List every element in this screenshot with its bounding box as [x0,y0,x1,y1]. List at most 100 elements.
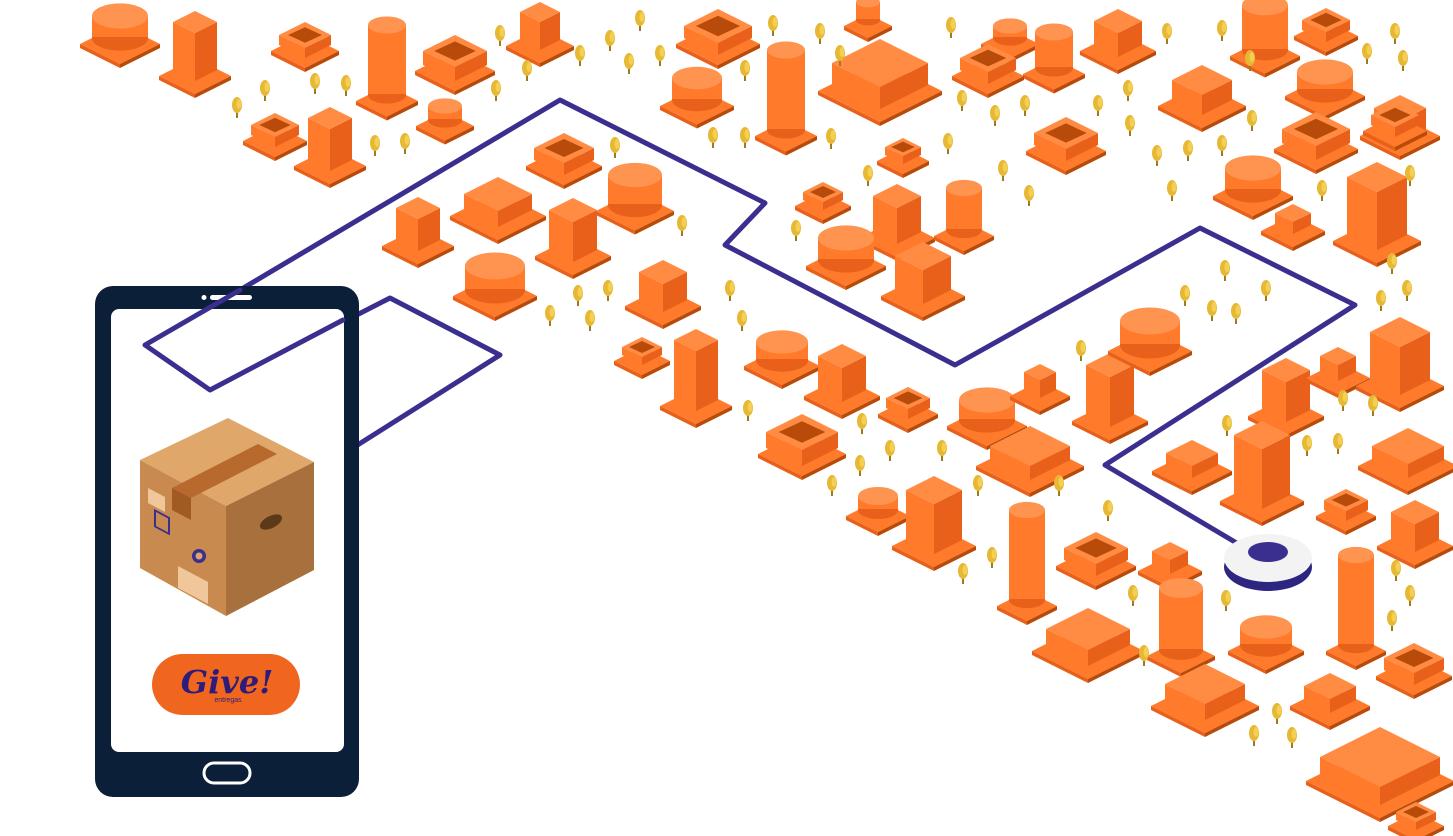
tree-icon [1180,285,1190,306]
tree-icon [1020,95,1030,116]
tree-icon [545,305,555,326]
tree-icon [585,310,595,331]
building [676,9,760,69]
building [1356,317,1444,412]
tree-icon [400,133,410,154]
tree-icon [791,220,801,241]
tree-icon [1162,23,1172,44]
building [755,41,817,156]
home-button-icon[interactable] [202,761,252,785]
building [997,501,1057,625]
isometric-city [80,0,1453,836]
building [1306,727,1453,822]
delivery-route [237,97,1358,548]
give-entregas-button[interactable]: Give! entregas [152,654,300,715]
tree-icon [1402,280,1412,301]
building [1158,65,1246,132]
tree-icon [1387,610,1397,631]
building [878,387,938,433]
building [806,225,886,290]
building [159,11,231,98]
building [1294,8,1358,56]
tree-icon [232,97,242,118]
tree-icon [1390,23,1400,44]
building [947,387,1027,450]
tree-icon [973,475,983,496]
building [526,133,602,189]
building [1108,307,1192,376]
tree-icon [370,135,380,156]
tree-icon [1368,395,1378,416]
trees-layer [232,10,1415,748]
tree-icon [1093,95,1103,116]
tree-icon [1217,20,1227,41]
building [1220,421,1304,526]
building [1261,204,1325,251]
tree-icon [737,310,747,331]
tree-icon [815,23,825,44]
tree-icon [677,215,687,236]
building [1228,615,1304,674]
tree-icon [827,475,837,496]
tree-icon [1139,645,1149,666]
tree-icon [491,80,501,101]
tree-icon [740,60,750,81]
tree-icon [603,280,613,301]
building [1147,578,1215,677]
front-camera [201,295,207,300]
building [1388,802,1444,836]
tree-icon [826,128,836,149]
building [453,252,537,321]
brand-label: Give! [181,663,273,701]
building [844,0,892,42]
building [1056,532,1136,590]
tree-icon [1405,585,1415,606]
building [660,66,734,129]
building [596,162,674,235]
tree-icon [1103,500,1113,521]
tree-icon [610,137,620,158]
building [1213,155,1293,220]
tree-icon [1024,185,1034,206]
building [1072,353,1148,444]
tree-icon [1362,43,1372,64]
tree-icon [1333,433,1343,454]
tree-icon [1183,140,1193,161]
building [818,39,942,126]
tree-icon [743,400,753,421]
building [1316,489,1376,535]
building [744,330,820,389]
building [450,177,546,244]
tree-icon [1272,703,1282,724]
route-on-screen [142,287,346,393]
building [1152,440,1232,495]
tree-icon [1220,260,1230,281]
building [535,198,611,279]
tree-icon [937,440,947,461]
tree-icon [1249,725,1259,746]
building [1290,673,1370,730]
location-pin-icon [1224,534,1312,591]
tree-icon [260,80,270,101]
building [1010,364,1070,415]
tree-icon [1054,475,1064,496]
tree-icon [1076,340,1086,361]
tree-icon [495,25,505,46]
tree-icon [943,133,953,154]
building [271,22,339,72]
tree-icon [1128,585,1138,606]
building [1274,112,1358,174]
tree-icon [708,127,718,148]
building [1032,608,1144,683]
tree-icon [1405,165,1415,186]
building [877,138,929,178]
building [1333,162,1421,267]
building [795,182,851,224]
building [1306,347,1370,398]
tree-icon [635,10,645,31]
building [1358,428,1453,495]
tree-icon [1287,727,1297,748]
tree-icon [957,90,967,111]
building [892,476,976,571]
